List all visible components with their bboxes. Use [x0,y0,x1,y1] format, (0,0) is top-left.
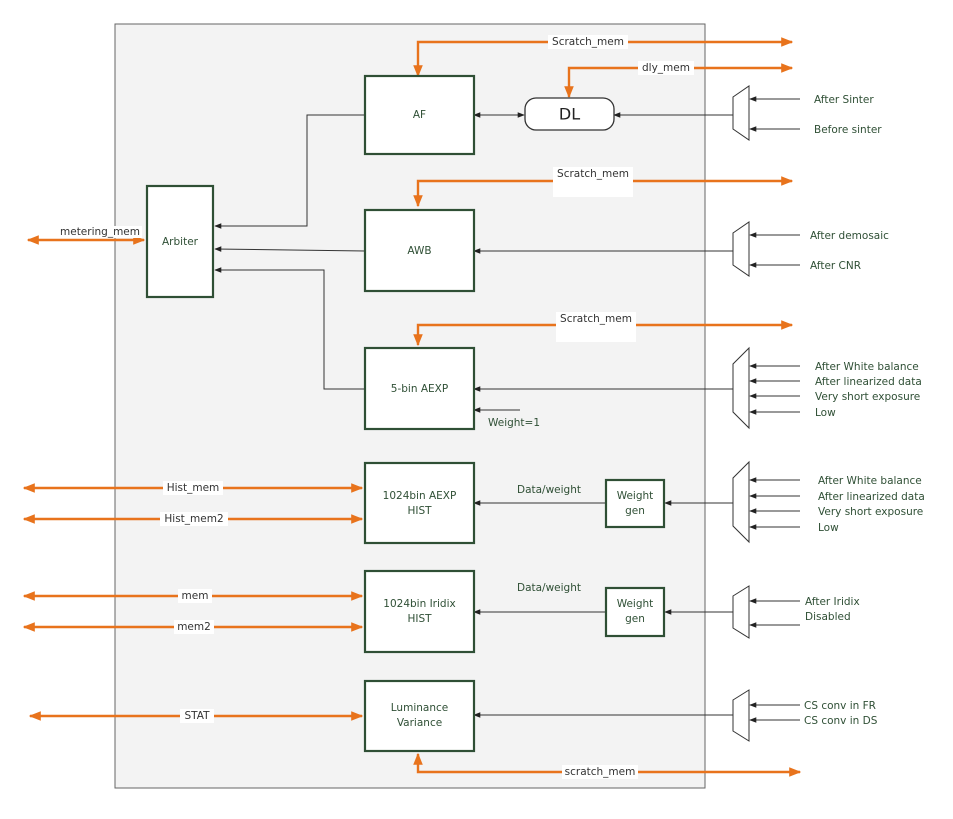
aexp-input-after-white-balance: After White balance [815,361,919,373]
iridix-hist-label-2: HIST [407,613,432,625]
hist-mem2-label: Hist_mem2 [164,513,223,525]
input-after-iridix: After Iridix [805,596,860,608]
mem2-label: mem2 [177,621,211,633]
scratch-mem-label-1: Scratch_mem [552,36,624,48]
input-before-sinter: Before sinter [814,124,882,136]
iridix-input-mux [732,585,750,639]
scratch-mem-bus-awb [413,176,794,208]
input-disabled: Disabled [805,611,851,623]
awb-block-label: AWB [407,245,431,257]
dl-block-label: DL [559,105,580,124]
awb-input-mux [732,221,750,277]
weight-gen-2-label-1: Weight [617,598,654,610]
luminance-input-mux [732,689,750,742]
scratch-mem-bus-af [413,37,794,78]
data-weight-label-1: Data/weight [517,484,581,496]
luminance-label-1: Luminance [391,702,448,714]
dly-mem-bus [564,63,794,99]
aexp-hist-block [363,461,476,545]
data-weight-label-2: Data/weight [517,582,581,594]
input-after-sinter: After Sinter [814,94,874,106]
dly-mem-label: dly_mem [642,62,690,74]
hist-input-after-linearized: After linearized data [818,491,925,503]
luminance-label-2: Variance [397,717,442,729]
aexp-input-low: Low [815,407,836,419]
aexp-input-mux [732,346,750,430]
awb-to-arbiter-line [214,246,366,252]
weight-gen-block-2 [604,586,666,638]
scratch-mem-bus-bottom [413,752,802,777]
aexp-input-after-linearized: After linearized data [815,376,922,388]
scratch-mem-bus-aexp [413,320,794,347]
weight-gen-block-1 [604,478,666,529]
weight-gen-2-label-2: gen [625,613,645,625]
input-cs-conv-fr: CS conv in FR [804,700,876,712]
arbiter-block-label: Arbiter [162,236,199,248]
luminance-variance-block [363,679,476,753]
hist-input-low: Low [818,522,839,534]
aexp-hist-label-1: 1024bin AEXP [383,490,457,502]
aexp-input-very-short-exposure: Very short exposure [815,391,920,403]
hist-input-mux [732,460,750,544]
aexp-hist-label-2: HIST [407,505,432,517]
af-block-label: AF [413,109,426,121]
arbiter-block [145,184,215,299]
scratch-mem-bottom-label: scratch_mem [565,766,636,778]
awb-block [363,208,476,293]
scratch-mem-label-2: Scratch_mem [557,168,629,180]
mem-label: mem [182,590,209,602]
aexp-5bin-block [363,346,476,431]
stat-label: STAT [184,710,210,722]
hist-mem-label: Hist_mem [167,482,220,494]
metering-mem-label: metering_mem [60,226,140,238]
af-input-mux [732,85,750,141]
scratch-mem-label-3: Scratch_mem [560,313,632,325]
hist-input-after-white-balance: After White balance [818,475,922,487]
iridix-hist-block [363,569,476,654]
aexp-to-arbiter-line [214,267,365,390]
af-to-arbiter-line [214,114,365,229]
mux-input-arrows [749,96,800,723]
input-after-demosaic: After demosaic [810,230,889,242]
input-cs-conv-ds: CS conv in DS [804,715,878,727]
weight-gen-1-label-2: gen [625,505,645,517]
aexp-5bin-block-label: 5-bin AEXP [391,383,448,395]
weight-gen-1-label-1: Weight [617,490,654,502]
af-block [363,74,476,156]
hist-input-very-short-exposure: Very short exposure [818,506,923,518]
dl-block [524,97,615,131]
weight-one-label: Weight=1 [488,417,540,429]
input-after-cnr: After CNR [810,260,861,272]
iridix-hist-label-1: 1024bin Iridix [383,598,455,610]
